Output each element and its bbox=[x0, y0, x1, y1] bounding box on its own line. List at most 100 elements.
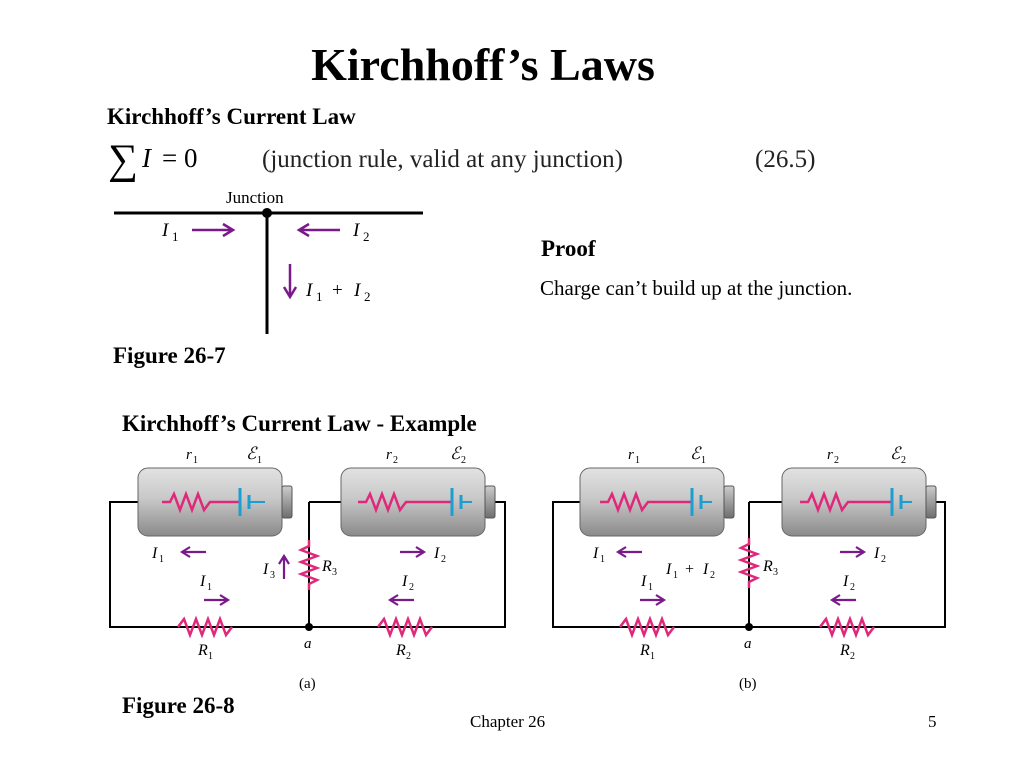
mid-i1-label-b: I bbox=[665, 561, 672, 578]
battery-1-a bbox=[137, 467, 293, 537]
i1-label-b: I bbox=[592, 545, 599, 562]
R1-label-a: R bbox=[197, 642, 208, 659]
circuit-b: r 1 ℰ 1 r 2 ℰ 2 I 1 I 2 I 1 I 2 I 1 + I … bbox=[552, 444, 946, 692]
R2-label-b: R bbox=[839, 642, 850, 659]
node-a-dot bbox=[305, 623, 313, 631]
i2-lower-label-a: I bbox=[401, 573, 408, 590]
junction-dot bbox=[262, 208, 272, 218]
battery-2-a bbox=[340, 467, 496, 537]
mid-plus-b: + bbox=[685, 561, 694, 578]
R3-label-b: R bbox=[762, 558, 773, 575]
R3-label-a: R bbox=[321, 558, 332, 575]
equation-equals: = 0 bbox=[162, 143, 197, 173]
mid-i1-sub-b: 1 bbox=[673, 570, 678, 581]
circuit-figure: r 1 ℰ 1 r 2 ℰ 2 I 1 I 2 I 1 I 2 I 3 R 3 … bbox=[109, 444, 946, 692]
resistor-r2-b bbox=[819, 615, 875, 639]
sum-i1-sub: 1 bbox=[316, 289, 323, 304]
e1-label-a: ℰ bbox=[246, 444, 258, 463]
mid-i2-label-b: I bbox=[702, 561, 709, 578]
i2-arrow bbox=[296, 222, 340, 238]
battery-2-b bbox=[781, 467, 937, 537]
kcl-equation: ∑ I = 0 (junction rule, valid at any jun… bbox=[108, 137, 815, 182]
sum-symbol: ∑ bbox=[108, 137, 138, 182]
battery-1-b bbox=[579, 467, 735, 537]
e1-label-b: ℰ bbox=[690, 444, 702, 463]
e2-label-b: ℰ bbox=[890, 444, 902, 463]
resistor-r1-a bbox=[177, 615, 233, 639]
sum-plus: + bbox=[332, 280, 343, 301]
r2-sub-b: 2 bbox=[834, 455, 839, 466]
circuit-a-tag: (a) bbox=[299, 676, 316, 692]
figure-26-8-caption: Figure 26-8 bbox=[122, 693, 235, 718]
i1-lower-label-b: I bbox=[640, 573, 647, 590]
junction-diagram: Junction I 1 I 2 I 1 + I 2 bbox=[114, 188, 423, 334]
sum-i2-label: I bbox=[353, 280, 362, 301]
sum-i1-label: I bbox=[305, 280, 314, 301]
circuit-a: r 1 ℰ 1 r 2 ℰ 2 I 1 I 2 I 1 I 2 I 3 R 3 … bbox=[109, 444, 506, 692]
resistor-r1-b bbox=[619, 615, 675, 639]
equation-lhs: I bbox=[141, 143, 153, 173]
i2-lower-sub-a: 2 bbox=[409, 582, 414, 593]
R3-sub-b: 3 bbox=[773, 567, 778, 578]
equation-description: (junction rule, valid at any junction) bbox=[262, 146, 623, 173]
R2-sub-a: 2 bbox=[406, 651, 411, 662]
proof-text: Charge can’t build up at the junction. bbox=[540, 276, 853, 300]
page-number: 5 bbox=[928, 712, 937, 731]
e2-label-a: ℰ bbox=[450, 444, 462, 463]
resistor-r2-a bbox=[377, 615, 433, 639]
e1-sub-a: 1 bbox=[257, 455, 262, 466]
i2-label: I bbox=[352, 220, 361, 241]
i1-lower-sub-b: 1 bbox=[648, 582, 653, 593]
i2-sub-b: 2 bbox=[881, 554, 886, 565]
circuit-b-tag: (b) bbox=[739, 676, 757, 692]
R1-sub-a: 1 bbox=[208, 651, 213, 662]
i2-sub: 2 bbox=[363, 229, 370, 244]
r1-sub-b: 1 bbox=[635, 455, 640, 466]
mid-i2-sub-b: 2 bbox=[710, 570, 715, 581]
i1-lower-label-a: I bbox=[199, 573, 206, 590]
i1-sub-b: 1 bbox=[600, 554, 605, 565]
i3-sub-a: 3 bbox=[270, 570, 275, 581]
figure-26-7-caption: Figure 26-7 bbox=[113, 343, 226, 368]
r2-label-b: r bbox=[827, 447, 833, 463]
R2-sub-b: 2 bbox=[850, 651, 855, 662]
example-heading: Kirchhoff’s Current Law - Example bbox=[122, 411, 477, 436]
i2-label-a: I bbox=[433, 545, 440, 562]
i1-label-a: I bbox=[151, 545, 158, 562]
R1-label-b: R bbox=[639, 642, 650, 659]
i1-sub: 1 bbox=[172, 229, 179, 244]
i2-label-b: I bbox=[873, 545, 880, 562]
i1-sub-a: 1 bbox=[159, 554, 164, 565]
resistor-r3-a bbox=[297, 540, 321, 590]
R3-sub-a: 3 bbox=[332, 567, 337, 578]
r1-label-a: r bbox=[186, 447, 192, 463]
i1-label: I bbox=[161, 220, 170, 241]
e2-sub-b: 2 bbox=[901, 455, 906, 466]
resistor-r3-b bbox=[737, 538, 761, 588]
sum-i2-sub: 2 bbox=[364, 289, 371, 304]
R1-sub-b: 1 bbox=[650, 651, 655, 662]
slide-title: Kirchhoff’s Laws bbox=[311, 39, 655, 90]
R2-label-a: R bbox=[395, 642, 406, 659]
i2-lower-sub-b: 2 bbox=[850, 582, 855, 593]
footer-chapter: Chapter 26 bbox=[470, 712, 546, 731]
e1-sub-b: 1 bbox=[701, 455, 706, 466]
equation-number: (26.5) bbox=[755, 146, 815, 173]
r1-sub-a: 1 bbox=[193, 455, 198, 466]
junction-label: Junction bbox=[226, 188, 284, 207]
i1-arrow bbox=[192, 222, 236, 238]
r2-sub-a: 2 bbox=[393, 455, 398, 466]
node-b-dot bbox=[745, 623, 753, 631]
e2-sub-a: 2 bbox=[461, 455, 466, 466]
node-a-label: a bbox=[304, 636, 312, 652]
proof-heading: Proof bbox=[541, 236, 596, 261]
kcl-heading: Kirchhoff’s Current Law bbox=[107, 104, 356, 129]
sum-arrow bbox=[282, 264, 298, 300]
i2-lower-label-b: I bbox=[842, 573, 849, 590]
r2-label-a: r bbox=[386, 447, 392, 463]
i1-lower-sub-a: 1 bbox=[207, 582, 212, 593]
r1-label-b: r bbox=[628, 447, 634, 463]
i2-sub-a: 2 bbox=[441, 554, 446, 565]
i3-label-a: I bbox=[262, 561, 269, 578]
node-b-label: a bbox=[744, 636, 752, 652]
